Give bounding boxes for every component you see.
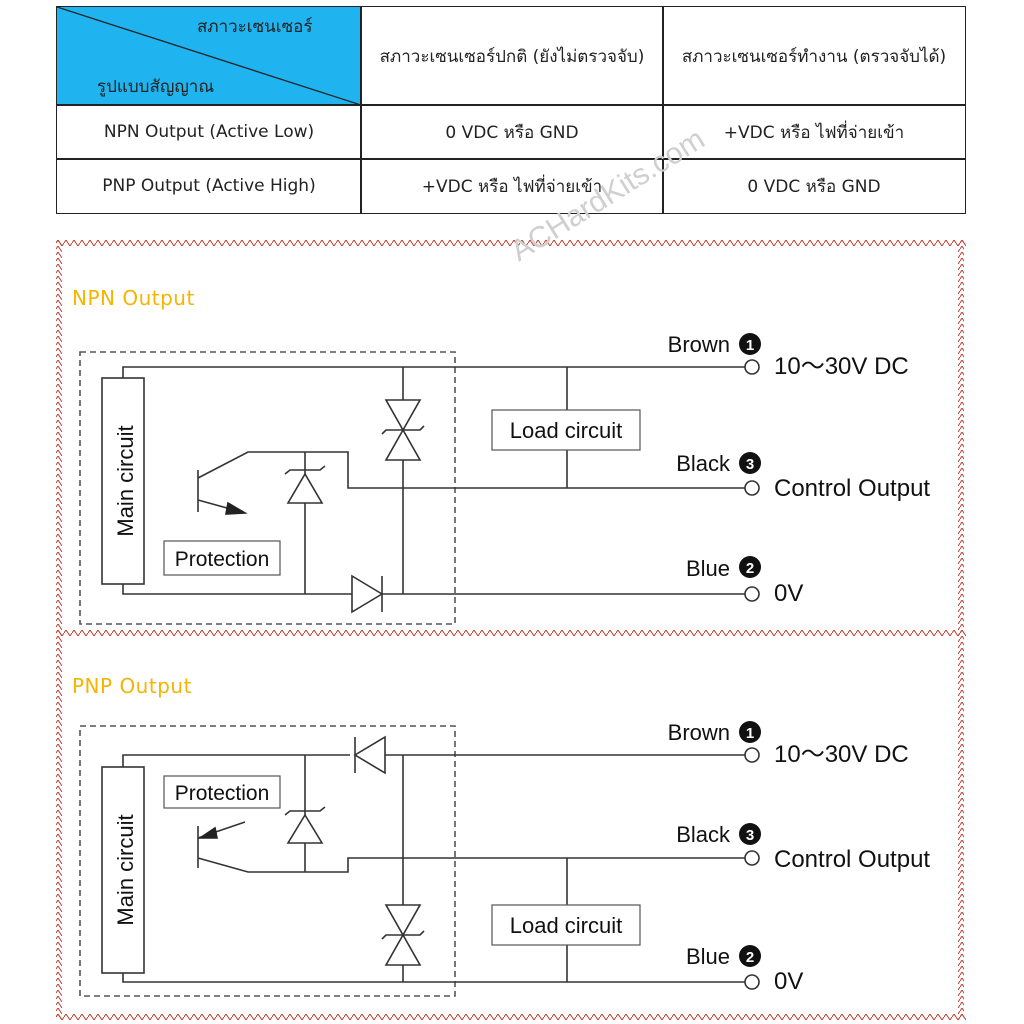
pnp-protection-label: Protection — [175, 782, 270, 805]
npn-main-circuit-box — [101, 377, 145, 585]
pnp-signal-output: Control Output — [774, 846, 930, 873]
pnp-sensor-boundary — [79, 725, 456, 997]
pnp-pin-1: 1 — [746, 725, 754, 742]
table-divider — [360, 7, 362, 213]
table-divider — [662, 7, 664, 213]
pnp-diagram — [79, 725, 760, 997]
pnp-pin-3: 3 — [746, 827, 754, 844]
npn-protection-box — [163, 540, 281, 576]
npn-signal-supply: 10～30V DC — [774, 353, 909, 380]
pin-badge-icon — [739, 945, 761, 967]
npn-diagram — [79, 351, 760, 625]
diode-icon — [351, 574, 384, 614]
diode-icon — [353, 735, 386, 775]
pnp-load-label: Load circuit — [510, 913, 623, 938]
row-pnp-active: 0 VDC หรือ GND — [747, 176, 881, 197]
corner-bottom-label: รูปแบบสัญญาณ — [97, 77, 215, 97]
npn-wire-black: Black — [676, 451, 731, 476]
col-header-active: สภาวะเซนเซอร์ทำงาน (ตรวจจับได้) — [681, 46, 947, 67]
pnp-pin-2: 2 — [746, 949, 754, 966]
pnp-signal-ground: 0V — [774, 968, 803, 995]
pnp-wire-black: Black — [676, 822, 731, 847]
npn-pin-3: 3 — [746, 456, 754, 473]
table-divider — [57, 104, 965, 106]
npn-signal-output: Control Output — [774, 475, 930, 502]
npn-wire-blue: Blue — [686, 556, 730, 581]
pin-badge-icon — [739, 556, 761, 578]
npn-title: NPN Output — [72, 286, 195, 310]
npn-protection-label: Protection — [175, 548, 270, 571]
npn-signal-ground: 0V — [774, 580, 803, 607]
signal-table: สภาวะเซนเซอร์ รูปแบบสัญญาณ สภาวะเซนเซอร์… — [56, 6, 966, 214]
pnp-wire-brown: Brown — [668, 720, 730, 745]
pnp-wire-blue: Blue — [686, 944, 730, 969]
row-npn-label: NPN Output (Active Low) — [103, 122, 315, 142]
pnp-title: PNP Output — [72, 674, 192, 698]
corner-top-label: สภาวะเซนเซอร์ — [197, 17, 313, 37]
pin-badge-icon — [739, 823, 761, 845]
corner-diagonal — [57, 7, 361, 105]
panel-border — [56, 240, 966, 1020]
pnp-main-circuit-box — [101, 766, 145, 974]
npn-wire-brown: Brown — [668, 332, 730, 357]
npn-pin-1: 1 — [746, 337, 754, 354]
tvs-diode-icon — [384, 399, 422, 432]
pin-badge-icon — [739, 452, 761, 474]
table-divider — [57, 158, 965, 160]
zener-diode-icon — [286, 813, 324, 844]
col-header-normal: สภาวะเซนเซอร์ปกติ (ยังไม่ตรวจจับ) — [379, 46, 645, 67]
npn-pin-2: 2 — [746, 560, 754, 577]
npn-load-box — [491, 409, 641, 451]
pnp-load-box — [491, 904, 641, 946]
pnp-protection-box — [163, 775, 281, 809]
row-pnp-label: PNP Output (Active High) — [102, 176, 316, 196]
pnp-main-circuit-label: Main circuit — [113, 814, 138, 925]
tvs-diode-icon — [384, 904, 422, 937]
row-npn-normal: 0 VDC หรือ GND — [445, 122, 579, 143]
npn-main-circuit-label: Main circuit — [113, 425, 138, 536]
row-pnp-normal: +VDC หรือ ไฟที่จ่ายเข้า — [421, 176, 603, 197]
pin-badge-icon — [739, 333, 761, 355]
row-npn-active: +VDC หรือ ไฟที่จ่ายเข้า — [723, 122, 905, 143]
pin-badge-icon — [739, 721, 761, 743]
pnp-signal-supply: 10～30V DC — [774, 741, 909, 768]
npn-load-label: Load circuit — [510, 418, 623, 443]
zener-diode-icon — [286, 472, 324, 504]
table-corner-header: สภาวะเซนเซอร์ รูปแบบสัญญาณ — [57, 7, 361, 105]
